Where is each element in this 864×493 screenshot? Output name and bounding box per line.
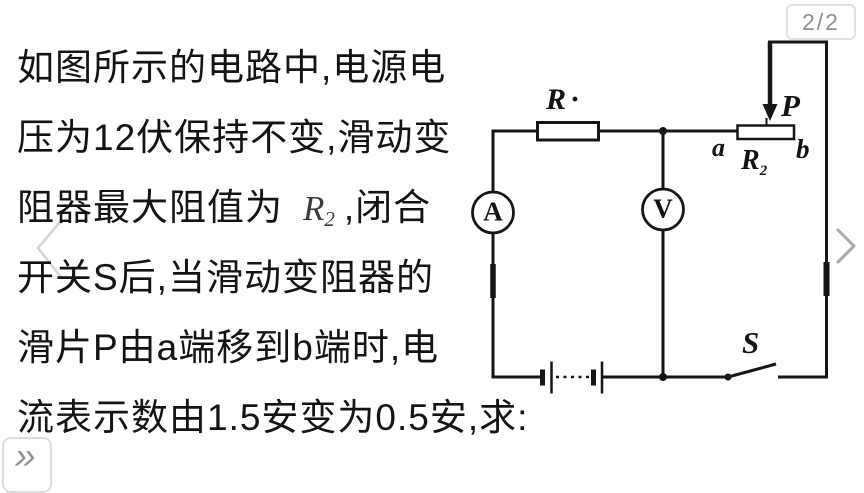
problem-line-3: 阻器最大阻值为 R2,闭合 [17, 173, 577, 243]
switch-s-label: S [742, 325, 760, 360]
page-indicator-badge: 2/2 [786, 4, 856, 40]
problem-line-6: 流表示数由1.5安变为0.5安,求: [17, 397, 529, 438]
problem-line-5: 滑片P由a端移到b端时,电 [17, 327, 440, 368]
double-chevron-right-icon: » [15, 435, 36, 476]
ammeter-letter: A [483, 196, 503, 227]
terminal-a-label: a [712, 133, 725, 162]
junction-dot-bottom [659, 373, 667, 381]
next-page-button[interactable] [830, 222, 862, 270]
rheostat-r2-symbol [736, 124, 796, 141]
chevron-right-icon [836, 228, 856, 264]
junction-dot-top [659, 127, 667, 135]
math-r2-symbol: R2 [303, 189, 335, 231]
more-button[interactable]: » [2, 435, 52, 493]
problem-line-2: 压为12伏保持不变,滑动变 [17, 117, 452, 158]
problem-line-3-tail: ,闭合 [343, 187, 432, 228]
chevron-left-icon [36, 220, 62, 278]
rheostat-label: R2 [741, 145, 768, 179]
terminal-b-label: b [796, 134, 810, 164]
switch-pivot-dot [724, 373, 732, 381]
problem-line-1: 如图所示的电路中,电源电 [17, 47, 447, 88]
slider-arrow-head [762, 104, 778, 121]
prev-page-button[interactable] [30, 218, 70, 280]
switch-lever [727, 362, 777, 379]
resistor-label: R· [546, 83, 584, 116]
battery-symbol [540, 361, 604, 394]
slider-p-label: P [781, 88, 800, 123]
resistor-r-symbol [536, 121, 600, 142]
problem-line-3-text: 阻器最大阻值为 [17, 187, 283, 228]
voltmeter-letter: V [653, 193, 673, 224]
problem-line-4: 开关S后,当滑动变阻器的 [17, 257, 434, 298]
page-indicator-text: 2/2 [802, 8, 840, 35]
